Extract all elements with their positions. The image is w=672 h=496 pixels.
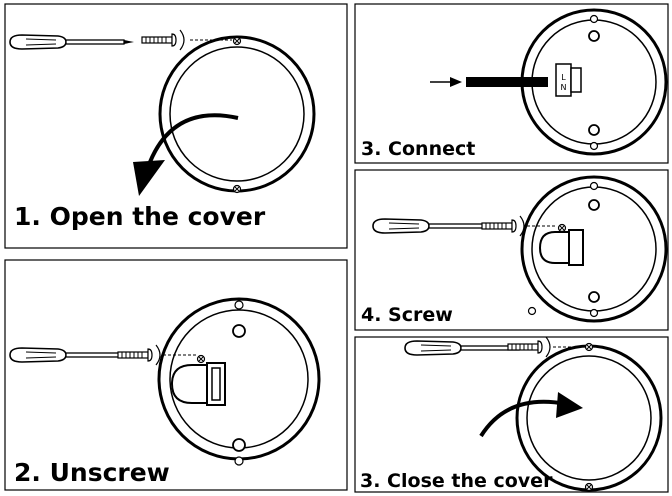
mount-hole — [589, 181, 599, 191]
arrow-head — [556, 392, 583, 418]
mount-hole — [588, 291, 600, 303]
screw-mark-bottom — [584, 482, 594, 492]
cover-ring-icon — [520, 175, 668, 323]
terminal-cap — [570, 67, 582, 93]
panel-step3: L N 3. Connect — [354, 3, 669, 164]
cover-inner-ring — [169, 46, 305, 182]
screw-mark-top — [232, 36, 242, 46]
curved-arrow-icon — [148, 113, 239, 163]
mount-hole — [589, 308, 599, 318]
mount-hole — [232, 324, 246, 338]
screw-mark — [557, 223, 567, 233]
terminal-slot — [211, 367, 221, 401]
mount-hole — [588, 199, 600, 211]
cover-inner-ring — [526, 355, 652, 481]
panel-frame — [354, 169, 669, 331]
mount-hole — [527, 306, 537, 316]
panel-step2: 2. Unscrew — [4, 259, 348, 491]
curved-arrow-icon — [479, 399, 567, 438]
arrow-head — [450, 77, 462, 87]
screw-mark — [196, 354, 206, 364]
panel-step1: 1. Open the cover — [4, 3, 348, 249]
sensor-dome-icon — [538, 231, 570, 264]
step1-label: 1. Open the cover — [14, 202, 266, 231]
mount-hole — [588, 124, 600, 136]
mount-hole — [234, 300, 244, 310]
sensor-dome-icon — [170, 364, 208, 404]
panel-step4: 4. Screw — [354, 169, 669, 331]
step4-label: 4. Screw — [361, 304, 453, 326]
mount-hole — [234, 456, 244, 466]
screw-mark-bottom — [232, 184, 242, 194]
cable-icon — [466, 77, 548, 87]
terminal-block-icon — [568, 229, 584, 266]
panel-step5: 3. Close the cover — [354, 336, 669, 493]
mount-hole — [589, 14, 599, 24]
mount-hole — [588, 30, 600, 42]
mount-hole — [232, 438, 246, 452]
step5-label: 3. Close the cover — [360, 470, 553, 492]
mount-hole — [589, 141, 599, 151]
arrow-head — [133, 160, 165, 196]
step3-label: 3. Connect — [361, 138, 475, 160]
terminal-letter-l: L — [561, 73, 566, 82]
screw-mark-top — [584, 342, 594, 352]
panel-frame — [354, 336, 669, 493]
terminal-letter-n: N — [561, 83, 567, 92]
step2-label: 2. Unscrew — [14, 458, 170, 487]
